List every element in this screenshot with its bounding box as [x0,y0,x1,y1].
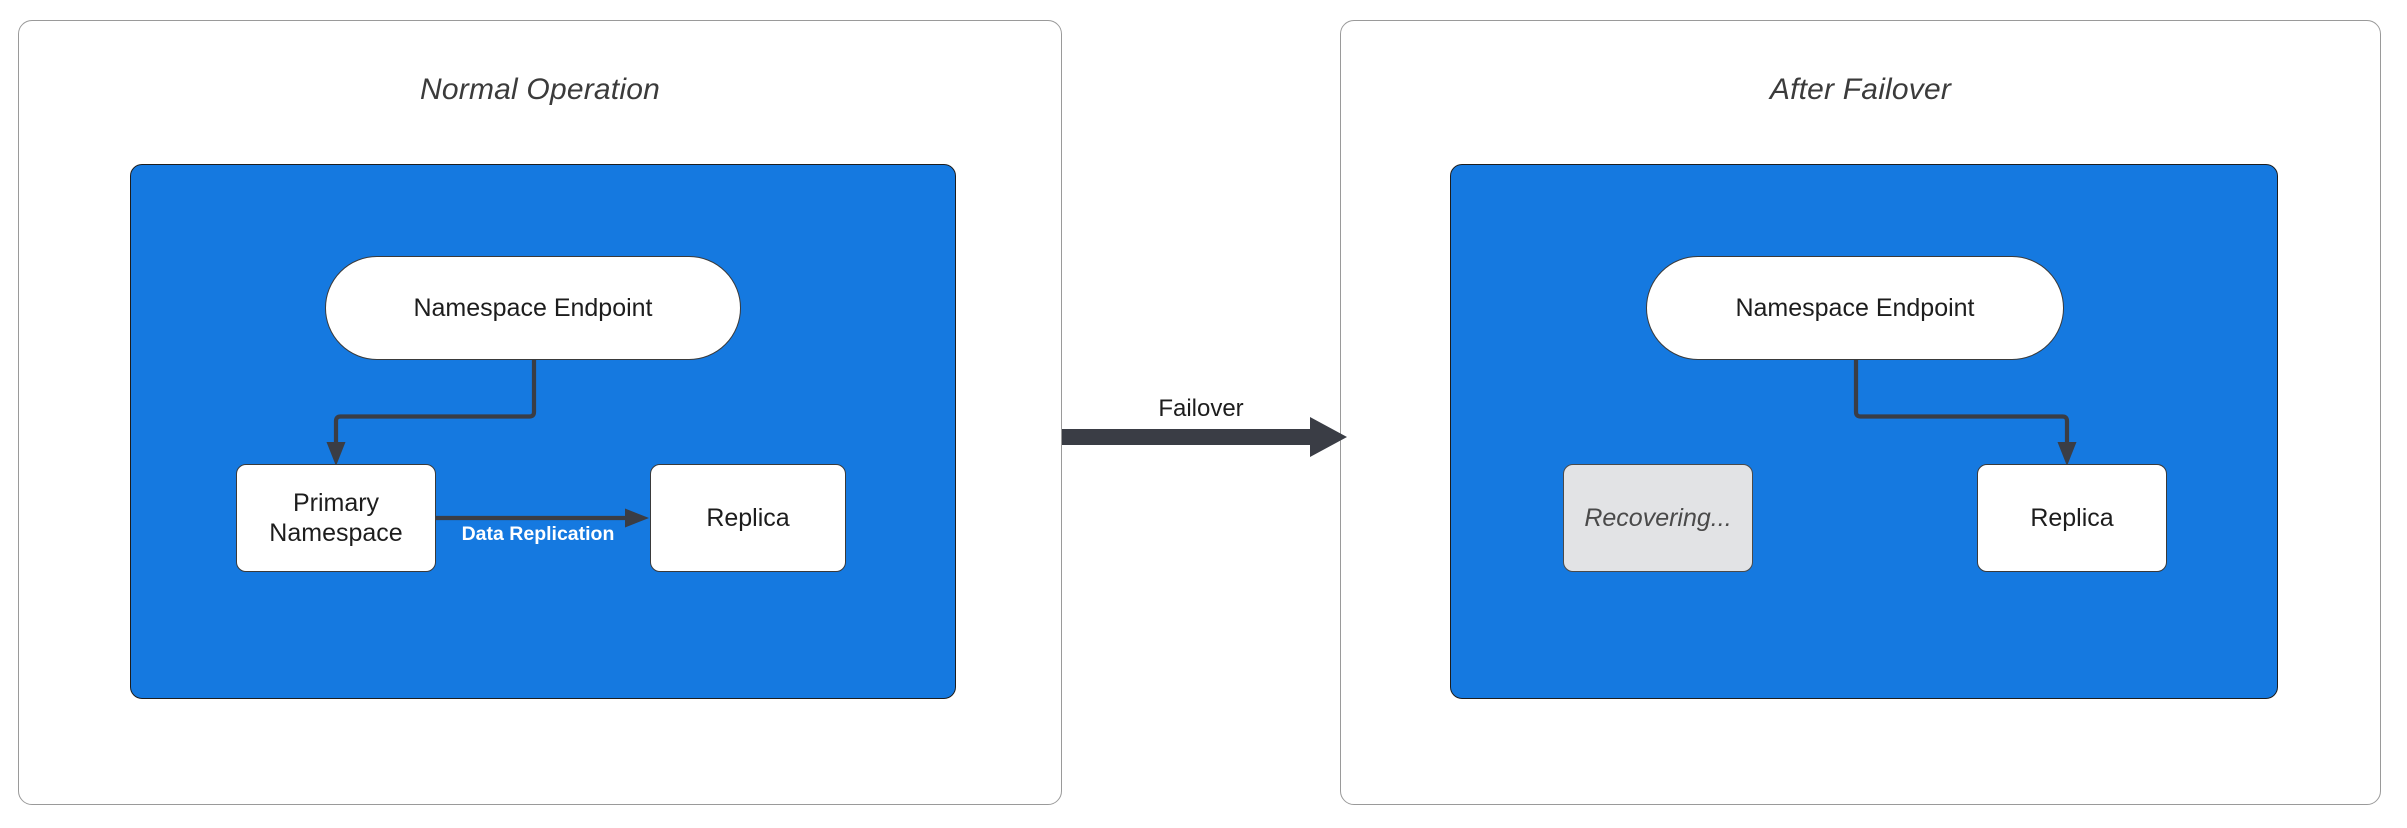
zone-normal-operation [130,164,956,699]
node-primary-namespace[interactable]: Primary Namespace [236,464,436,572]
failover-label: Failover [1158,395,1244,422]
node-replica-failover[interactable]: Replica [1977,464,2167,572]
edge-label-data-replication: Data Replication [461,523,615,545]
panel-title-after-failover: After Failover [1769,73,1952,106]
node-namespace-endpoint-normal[interactable]: Namespace Endpoint [325,256,741,360]
node-primary-namespace-line2: Namespace [269,519,403,547]
node-primary-namespace-text: Primary Namespace [269,488,402,549]
zone-after-failover [1450,164,2278,699]
node-primary-namespace-line1: Primary [292,488,380,517]
failover-arrow-icon [1062,417,1347,457]
panel-title-normal-operation: Normal Operation [420,73,660,106]
node-namespace-endpoint-failover[interactable]: Namespace Endpoint [1646,256,2064,360]
node-recovering[interactable]: Recovering... [1563,464,1753,572]
node-replica-normal[interactable]: Replica [650,464,846,572]
